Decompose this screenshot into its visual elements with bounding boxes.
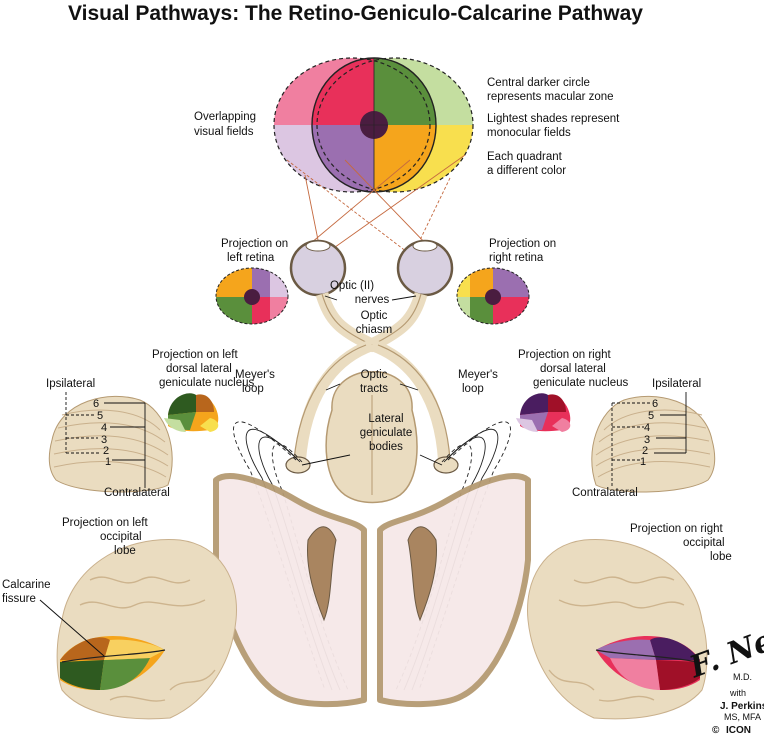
field-projection-lines	[286, 154, 466, 263]
left-field-outline	[273, 57, 431, 193]
left-lgn-layer-5: 5	[97, 410, 103, 422]
label-lateral-geniculate-2: geniculate	[360, 427, 412, 439]
right-lgn-layer-1: 1	[640, 456, 646, 468]
midbrain	[325, 371, 418, 504]
credit-coauthor: J. Perkins	[720, 701, 764, 712]
label-proj-left-lgn-3: geniculate nucleus	[159, 377, 255, 389]
left-lgn-layer-6: 6	[93, 398, 99, 410]
left-lateral-geniculate	[285, 456, 311, 474]
label-quadrant-2: a different color	[487, 165, 566, 177]
label-optic-chiasm-2: chiasm	[356, 324, 392, 336]
label-proj-right-retina: Projection on	[489, 238, 556, 250]
left-hemisphere-section	[213, 473, 367, 708]
label-ipsilateral-right: Ipsilateral	[652, 378, 701, 390]
left-retina-projection	[215, 267, 289, 325]
label-proj-left-lgn: Projection on left	[152, 349, 238, 361]
label-proj-right-occipital-2: occipital	[683, 537, 725, 549]
right-lateral-geniculate	[433, 456, 459, 474]
label-proj-left-retina: Projection on	[221, 238, 288, 250]
left-lgn-layer-3: 3	[101, 434, 107, 446]
label-contralateral-left: Contralateral	[104, 487, 170, 499]
label-central: Central darker circle	[487, 77, 590, 89]
right-retina-projection	[456, 267, 530, 325]
left-lgn-layer-2: 2	[103, 445, 109, 457]
label-calcarine-fissure: Calcarine	[2, 579, 51, 591]
right-hemisphere-section	[377, 473, 531, 708]
label-proj-right-retina-2: right retina	[489, 252, 544, 264]
label-lateral-geniculate: Lateral	[368, 413, 403, 425]
label-overlapping: Overlapping	[194, 111, 256, 123]
right-eyeball	[396, 239, 454, 297]
left-occipital-lobe	[56, 539, 237, 720]
label-meyers-loop-left: Meyer's	[235, 369, 275, 381]
label-meyers-loop-right: Meyer's	[458, 369, 498, 381]
right-lgn-layer-5: 5	[648, 410, 654, 422]
label-proj-right-occipital: Projection on right	[630, 523, 723, 535]
signature-md: M.D.	[733, 672, 752, 682]
label-proj-right-lgn-2: dorsal lateral	[540, 363, 606, 375]
left-lgn-layer-1: 1	[105, 456, 111, 468]
label-ipsilateral-left: Ipsilateral	[46, 378, 95, 390]
label-proj-left-occipital-3: lobe	[114, 545, 136, 557]
right-lgn-projection	[516, 393, 571, 432]
label-meyers-loop-left-2: loop	[242, 383, 264, 395]
right-field-outline	[316, 57, 474, 193]
credit-publisher: ICON	[726, 725, 751, 736]
label-optic-chiasm: Optic	[361, 310, 388, 322]
right-occipital-lobe	[527, 539, 708, 720]
label-lightest-2: monocular fields	[487, 127, 571, 139]
label-proj-right-lgn-3: geniculate nucleus	[533, 377, 629, 389]
label-contralateral-right: Contralateral	[572, 487, 638, 499]
label-proj-left-retina-2: left retina	[227, 252, 275, 264]
left-lgn-projection	[164, 393, 219, 432]
label-proj-right-lgn: Projection on right	[518, 349, 611, 361]
calcarine-leader-line	[39, 599, 105, 657]
right-lgn-layer-4: 4	[644, 422, 650, 434]
label-lightest: Lightest shades represent	[487, 113, 620, 125]
right-lgn-layer-6: 6	[652, 398, 658, 410]
label-overlapping-2: visual fields	[194, 126, 254, 138]
right-lgn-layer-3: 3	[644, 434, 650, 446]
visual-fields	[273, 57, 474, 193]
label-proj-left-lgn-2: dorsal lateral	[166, 363, 232, 375]
left-lgn-layer-4: 4	[101, 422, 107, 434]
credit-degrees: MS, MFA	[724, 712, 761, 722]
label-meyers-loop-right-2: loop	[462, 383, 484, 395]
right-lgn-arrows	[611, 392, 687, 488]
label-lateral-geniculate-3: bodies	[369, 441, 403, 453]
binocular-zone	[312, 58, 436, 192]
label-quadrant: Each quadrant	[487, 151, 563, 163]
label-proj-right-occipital-3: lobe	[710, 551, 732, 563]
right-lgn-layers	[591, 395, 716, 493]
label-optic-nerves-2: nerves	[355, 294, 390, 306]
label-optic-tracts-2: tracts	[360, 383, 388, 395]
label-calcarine-fissure-2: fissure	[2, 593, 36, 605]
left-lgn-layers	[48, 395, 173, 493]
credit-copyright: ©	[712, 725, 720, 736]
label-optic-tracts: Optic	[361, 369, 388, 381]
right-lgn-layer-2: 2	[642, 445, 648, 457]
left-lgn-arrows	[65, 392, 146, 488]
optic-pathway	[293, 291, 451, 461]
label-proj-left-occipital: Projection on left	[62, 517, 148, 529]
label-proj-left-occipital-2: occipital	[100, 531, 142, 543]
label-optic-nerves: Optic (II)	[330, 280, 374, 292]
diagram-title: Visual Pathways: The Retino-Geniculo-Cal…	[68, 2, 643, 25]
credit-with: with	[729, 688, 746, 698]
label-central-2: represents macular zone	[487, 91, 614, 103]
left-eyeball	[289, 239, 347, 297]
